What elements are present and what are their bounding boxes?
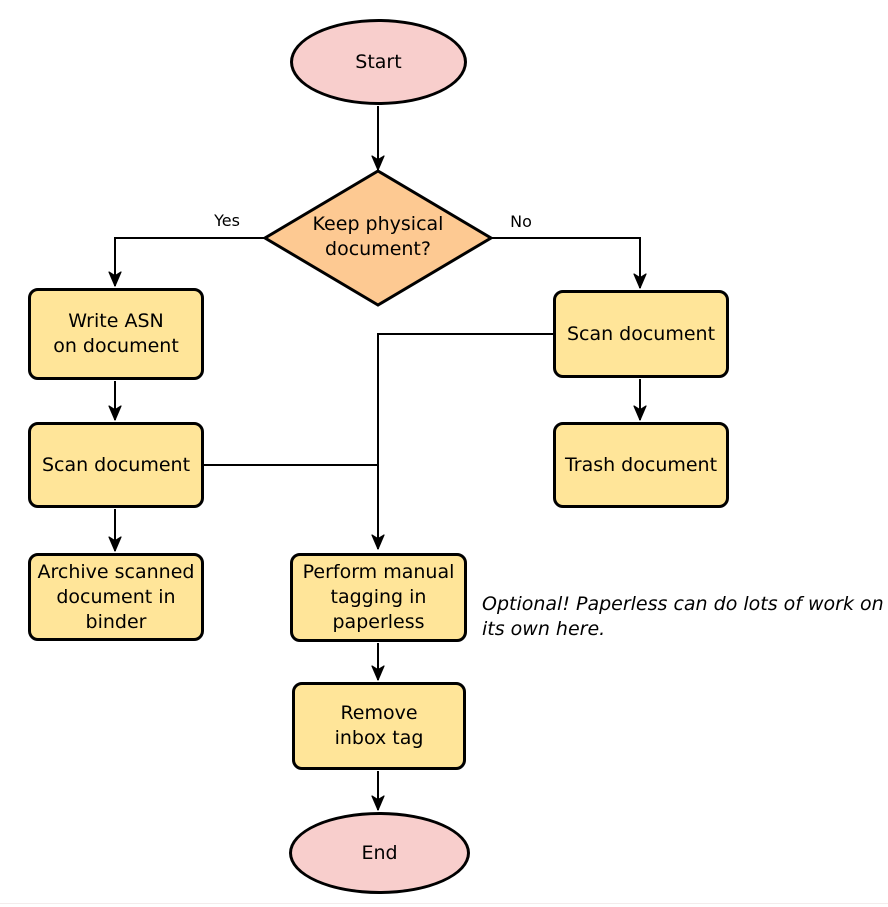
node-remove-inbox-tag: Remove inbox tag — [292, 682, 466, 770]
node-end: End — [289, 812, 470, 894]
edge-decision-yes-to-write-asn — [108, 237, 266, 287]
node-archive-in-binder: Archive scanned document in binder — [28, 553, 204, 641]
node-write-asn: Write ASN on document — [28, 288, 204, 380]
node-decision-label: Keep physical document? — [312, 213, 444, 260]
page-bottom-edge — [0, 903, 888, 904]
edge-label-no: No — [510, 212, 532, 231]
node-manual-tagging-label: Perform manual tagging in paperless — [302, 561, 455, 633]
node-trash-document: Trash document — [553, 422, 729, 508]
node-scan-document-left-label: Scan document — [41, 453, 191, 476]
node-manual-tagging: Perform manual tagging in paperless — [290, 553, 467, 642]
edge-scan-right-to-tagging — [371, 333, 553, 550]
node-archive-in-binder-label: Archive scanned document in binder — [37, 560, 195, 633]
node-start: Start — [290, 19, 467, 105]
node-scan-document-right-label: Scan document — [566, 322, 716, 345]
optional-annotation: Optional! Paperless can do lots of work … — [482, 593, 884, 640]
node-start-label: Start — [355, 50, 402, 73]
node-remove-inbox-tag-label: Remove inbox tag — [334, 702, 424, 749]
node-scan-document-left: Scan document — [28, 422, 204, 508]
node-end-label: End — [361, 841, 398, 864]
node-trash-document-label: Trash document — [564, 453, 718, 476]
decision-diamond-shape — [262, 169, 494, 307]
edge-label-yes: Yes — [214, 211, 240, 230]
edge-decision-no-to-scan-right — [489, 237, 647, 289]
node-write-asn-label: Write ASN on document — [53, 310, 179, 357]
node-scan-document-right: Scan document — [553, 290, 729, 378]
